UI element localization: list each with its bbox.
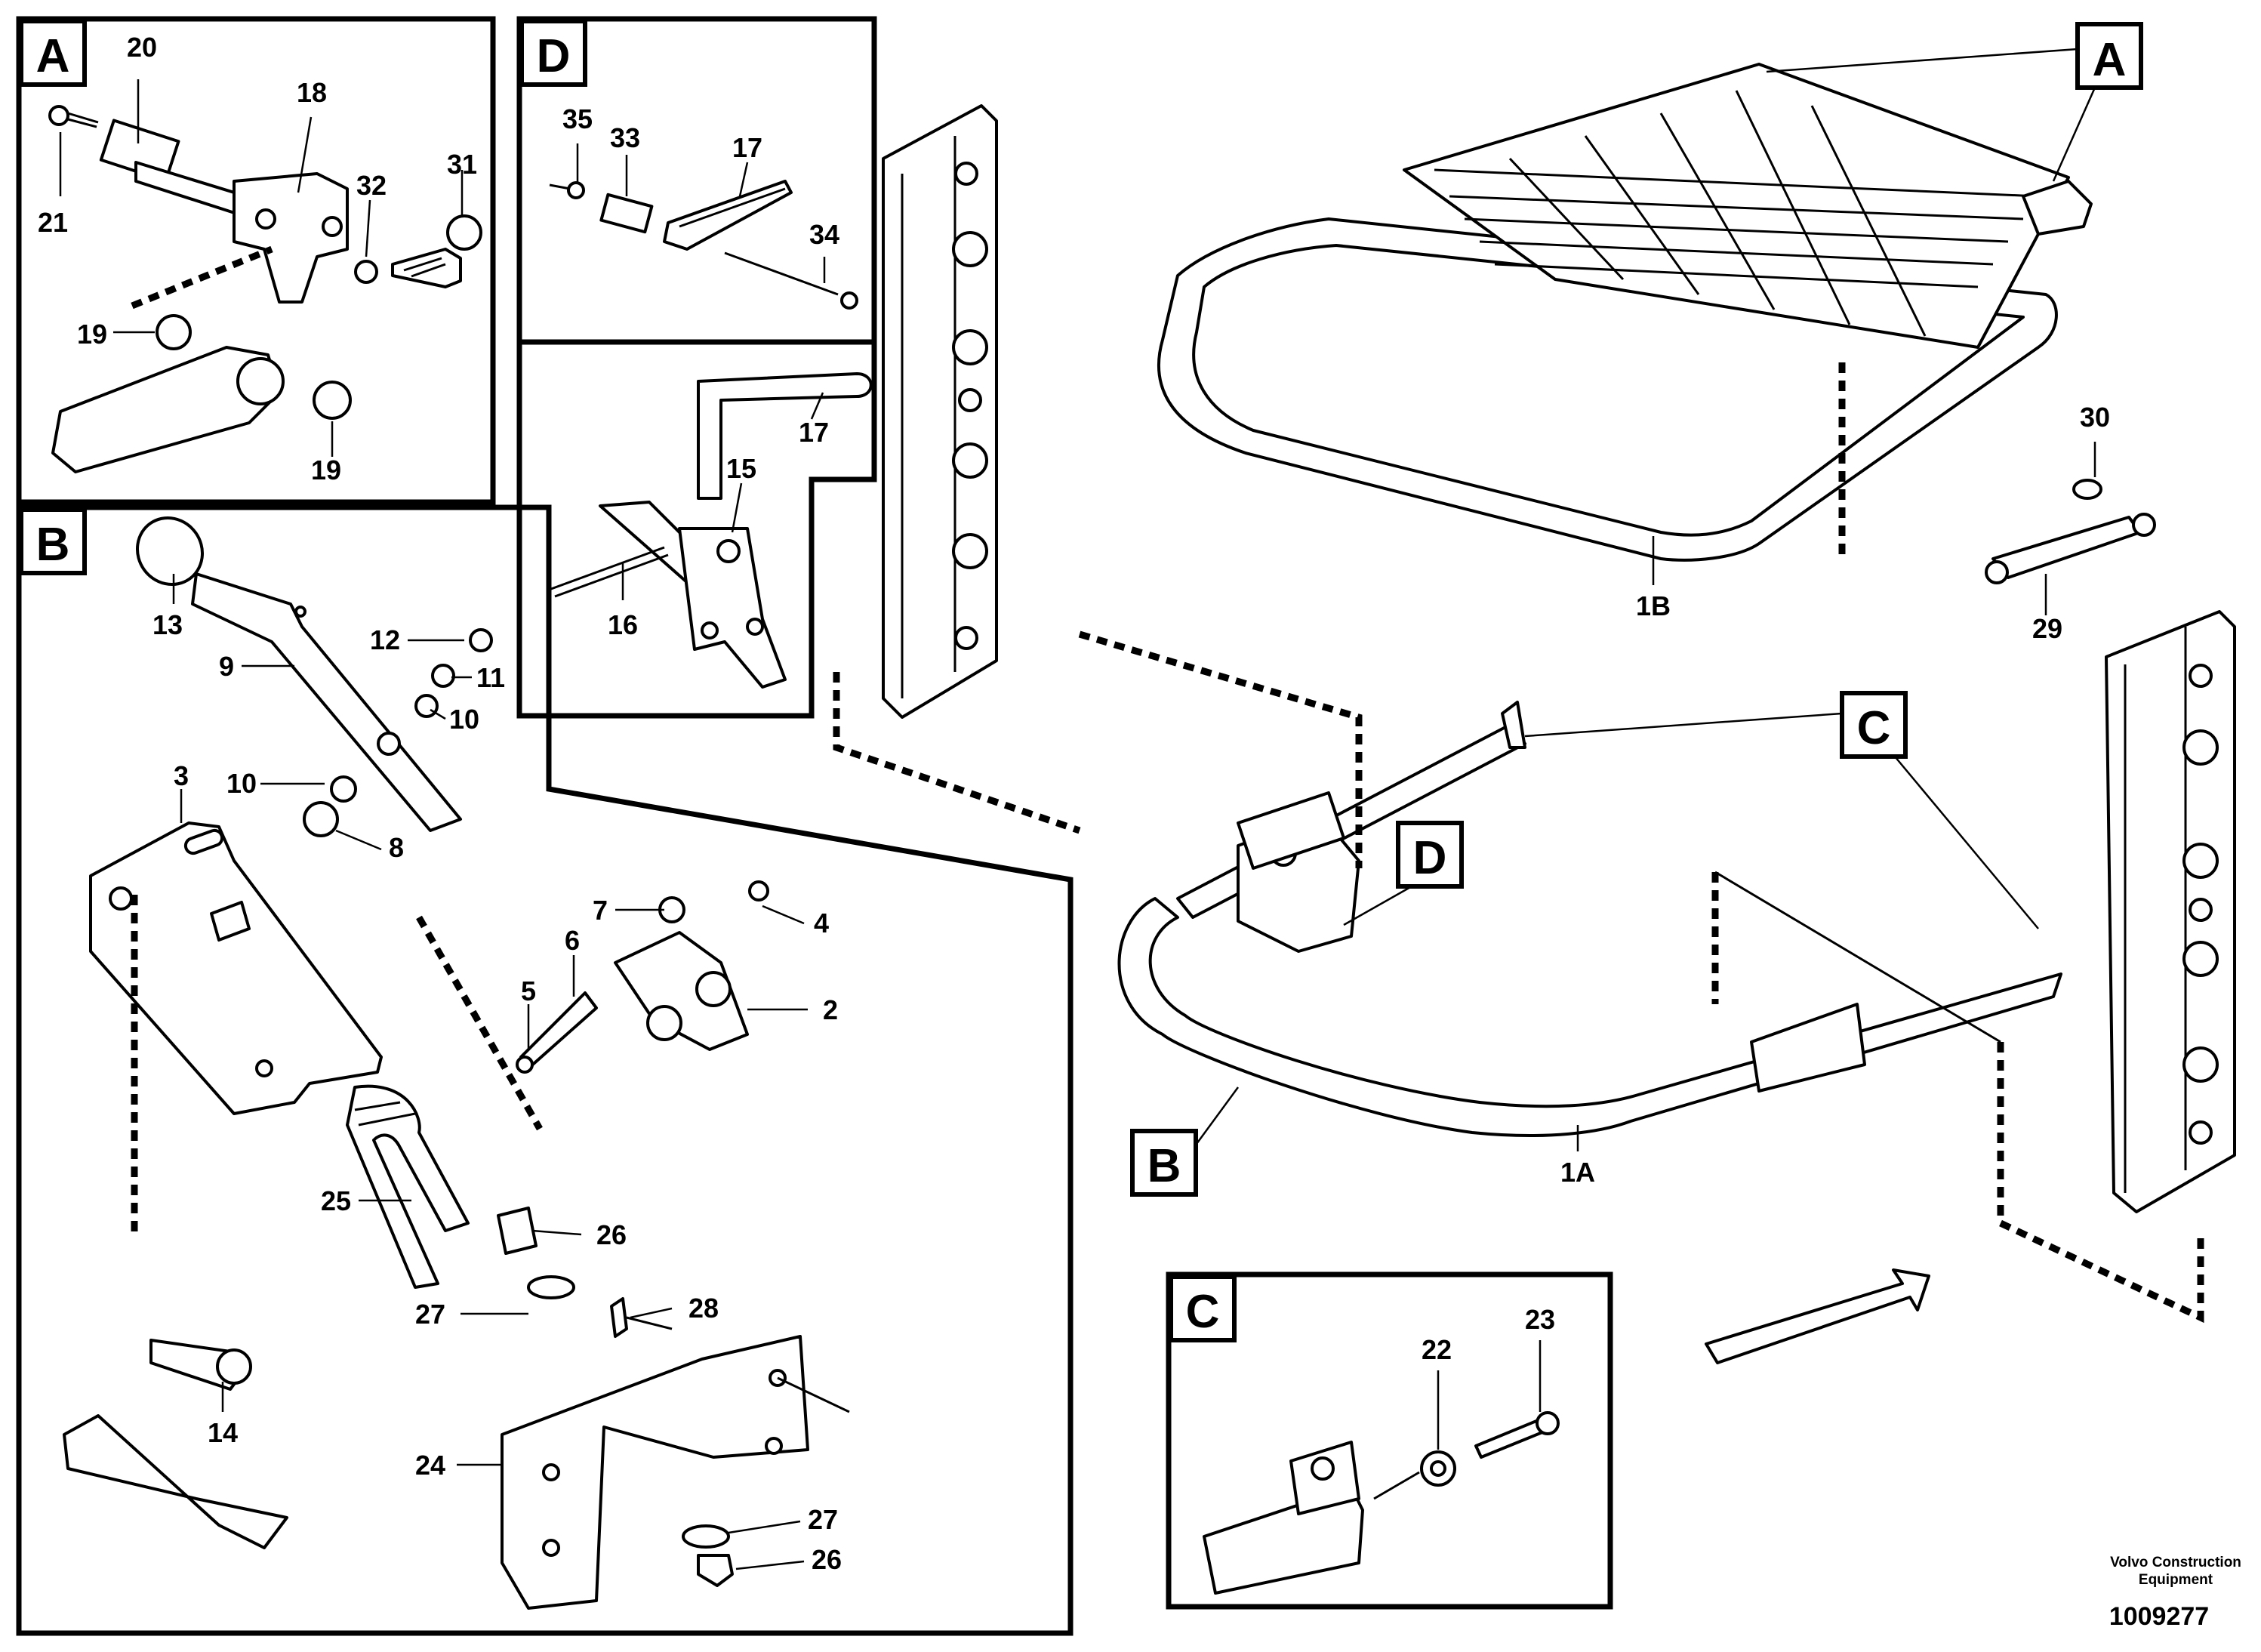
part-label: 31 [447, 149, 477, 180]
direction-arrow-icon [1705, 1268, 1930, 1364]
part-label: 18 [297, 77, 327, 108]
callout-c-tag: C [1857, 702, 1891, 754]
part-label: 17 [799, 417, 829, 448]
company-name-line1: Volvo Construction [2110, 1555, 2241, 1570]
part-label: 7 [593, 895, 608, 926]
part-label: 29 [2032, 613, 2062, 644]
detail-view-d: D 35 33 17 34 17 [516, 16, 877, 719]
detail-view-c: C 22 23 [1166, 1271, 1613, 1610]
part-label: 11 [476, 662, 505, 693]
part-label: 8 [389, 832, 404, 863]
callout-b-tag: B [1147, 1140, 1181, 1192]
part-label: 26 [812, 1544, 842, 1575]
callout-a-tag: A [2093, 34, 2127, 86]
company-name-line2: Equipment [2139, 1572, 2213, 1588]
part-label: 19 [311, 455, 341, 485]
part-label: 9 [219, 651, 234, 682]
view-a-hinge-assembly [48, 105, 482, 473]
part-label: 32 [356, 170, 387, 201]
part-label: 34 [809, 219, 839, 250]
part-label: 19 [77, 319, 107, 350]
part-label: 24 [415, 1450, 445, 1481]
part-label: 2 [823, 994, 838, 1025]
part-label: 17 [732, 132, 762, 163]
callout-d-tag: D [1413, 832, 1447, 884]
part-label: 14 [208, 1417, 238, 1448]
part-label: 25 [321, 1185, 351, 1216]
view-d-top-parts [549, 180, 858, 310]
part-label: 27 [808, 1504, 838, 1535]
part-label: 23 [1525, 1304, 1555, 1335]
part-label: 35 [562, 103, 593, 134]
part-label: 27 [415, 1299, 445, 1330]
main-assembly: A C D B 30 1B 29 1A [833, 22, 2236, 1364]
part-label: 12 [370, 624, 400, 655]
part-label: 22 [1422, 1334, 1452, 1365]
view-d-tag: D [537, 30, 571, 82]
part-label: 10 [449, 704, 479, 735]
part-label: 4 [814, 908, 829, 938]
drawing-footer: Volvo Construction Equipment 1009277 [2109, 1555, 2241, 1631]
part-label: 30 [2080, 402, 2110, 433]
part-label: 5 [521, 975, 536, 1006]
part-label: 20 [127, 32, 157, 63]
view-b-lever-assembly [63, 516, 850, 1610]
part-label: 1B [1636, 590, 1671, 621]
view-b-tag: B [36, 519, 70, 571]
detail-view-a: A 20 18 21 3 [16, 16, 496, 505]
detail-view-b: B [16, 504, 1074, 1636]
view-a-tag: A [36, 30, 70, 82]
part-label: 16 [608, 609, 638, 640]
part-label: 33 [610, 122, 640, 153]
part-label: 10 [226, 768, 257, 799]
part-label: 13 [152, 609, 183, 640]
part-label: 26 [596, 1219, 627, 1250]
part-label: 21 [38, 207, 68, 238]
drawing-number: 1009277 [2109, 1602, 2209, 1631]
part-label: 1A [1560, 1157, 1595, 1188]
part-label: 28 [688, 1293, 719, 1324]
part-label: 3 [174, 760, 189, 791]
view-c-tag: C [1186, 1286, 1220, 1338]
part-label: 6 [565, 925, 580, 956]
view-c-parts [1203, 1411, 1560, 1595]
part-label: 15 [726, 453, 756, 484]
view-d-latch-parts [550, 372, 873, 689]
